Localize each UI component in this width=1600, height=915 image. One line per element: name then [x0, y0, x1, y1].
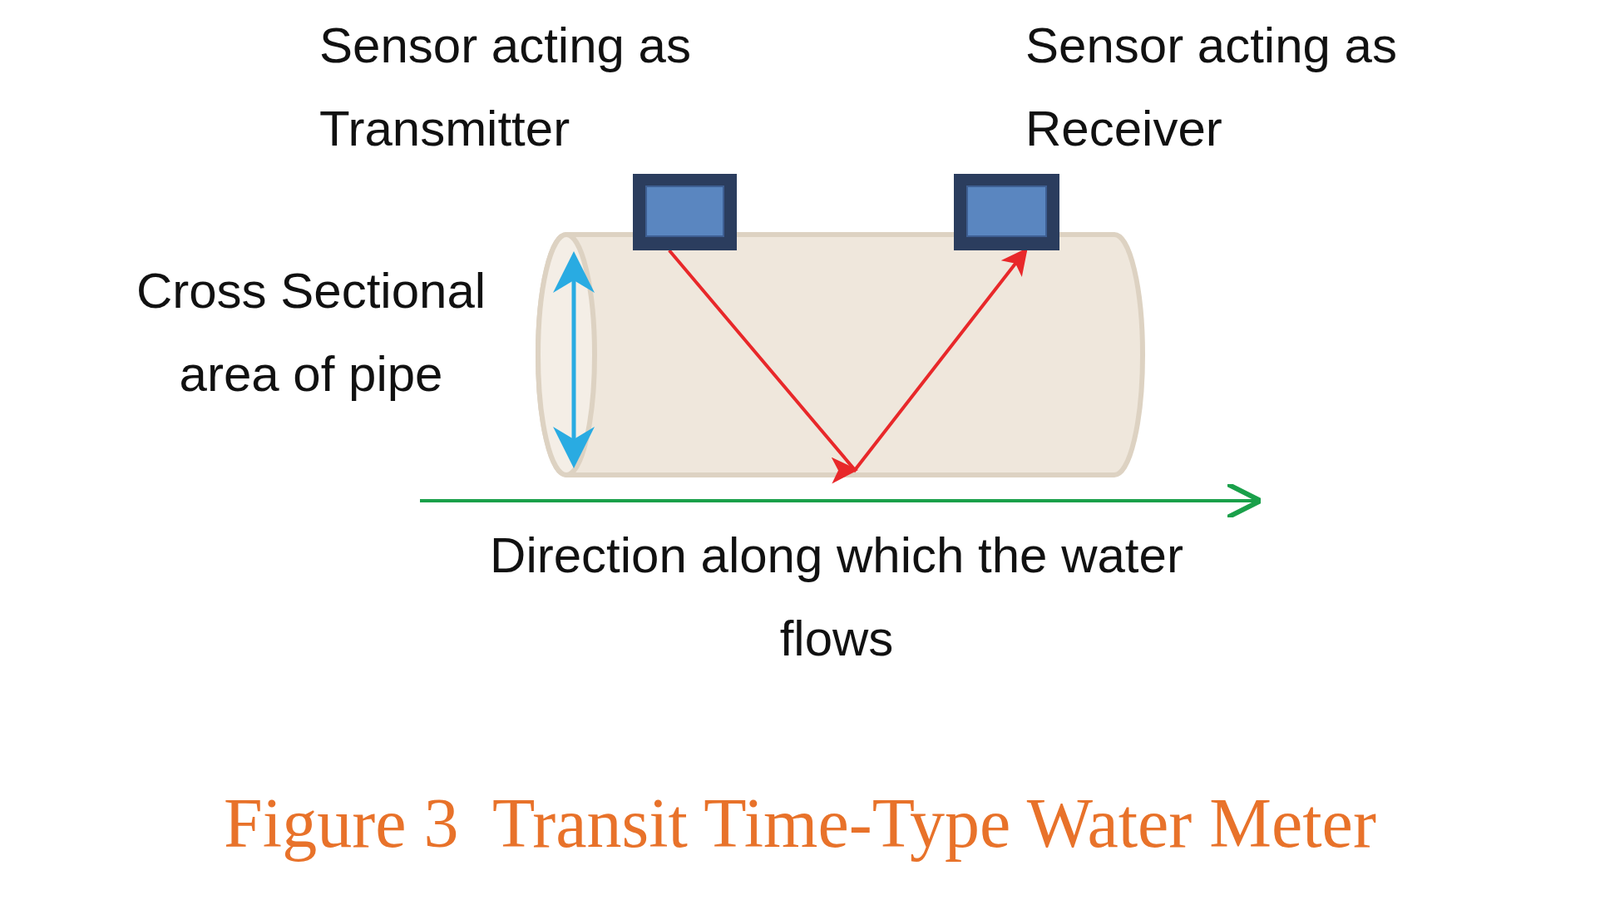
figure-caption: Figure 3 Transit Time-Type Water Meter	[0, 781, 1600, 865]
flow-direction-arrow	[419, 498, 1258, 503]
pipe-end	[538, 234, 595, 475]
sensor-label: Sensor acting as Receiver	[1025, 4, 1541, 171]
sensor-box: Sensor acting as Transmitter	[632, 173, 737, 251]
sensor-face	[966, 185, 1047, 238]
sensor-box: Sensor acting as Receiver	[953, 173, 1060, 251]
pipe-body	[538, 234, 1143, 475]
sensor-label: Sensor acting as Transmitter	[319, 4, 819, 171]
annotation-label: Cross Sectional area of pipe	[94, 249, 528, 416]
sensor-face	[645, 185, 725, 238]
annotation-label: Direction along which the water flows	[462, 513, 1211, 681]
cross-section-arrow	[572, 259, 577, 460]
ultrasonic-path	[669, 250, 1027, 470]
